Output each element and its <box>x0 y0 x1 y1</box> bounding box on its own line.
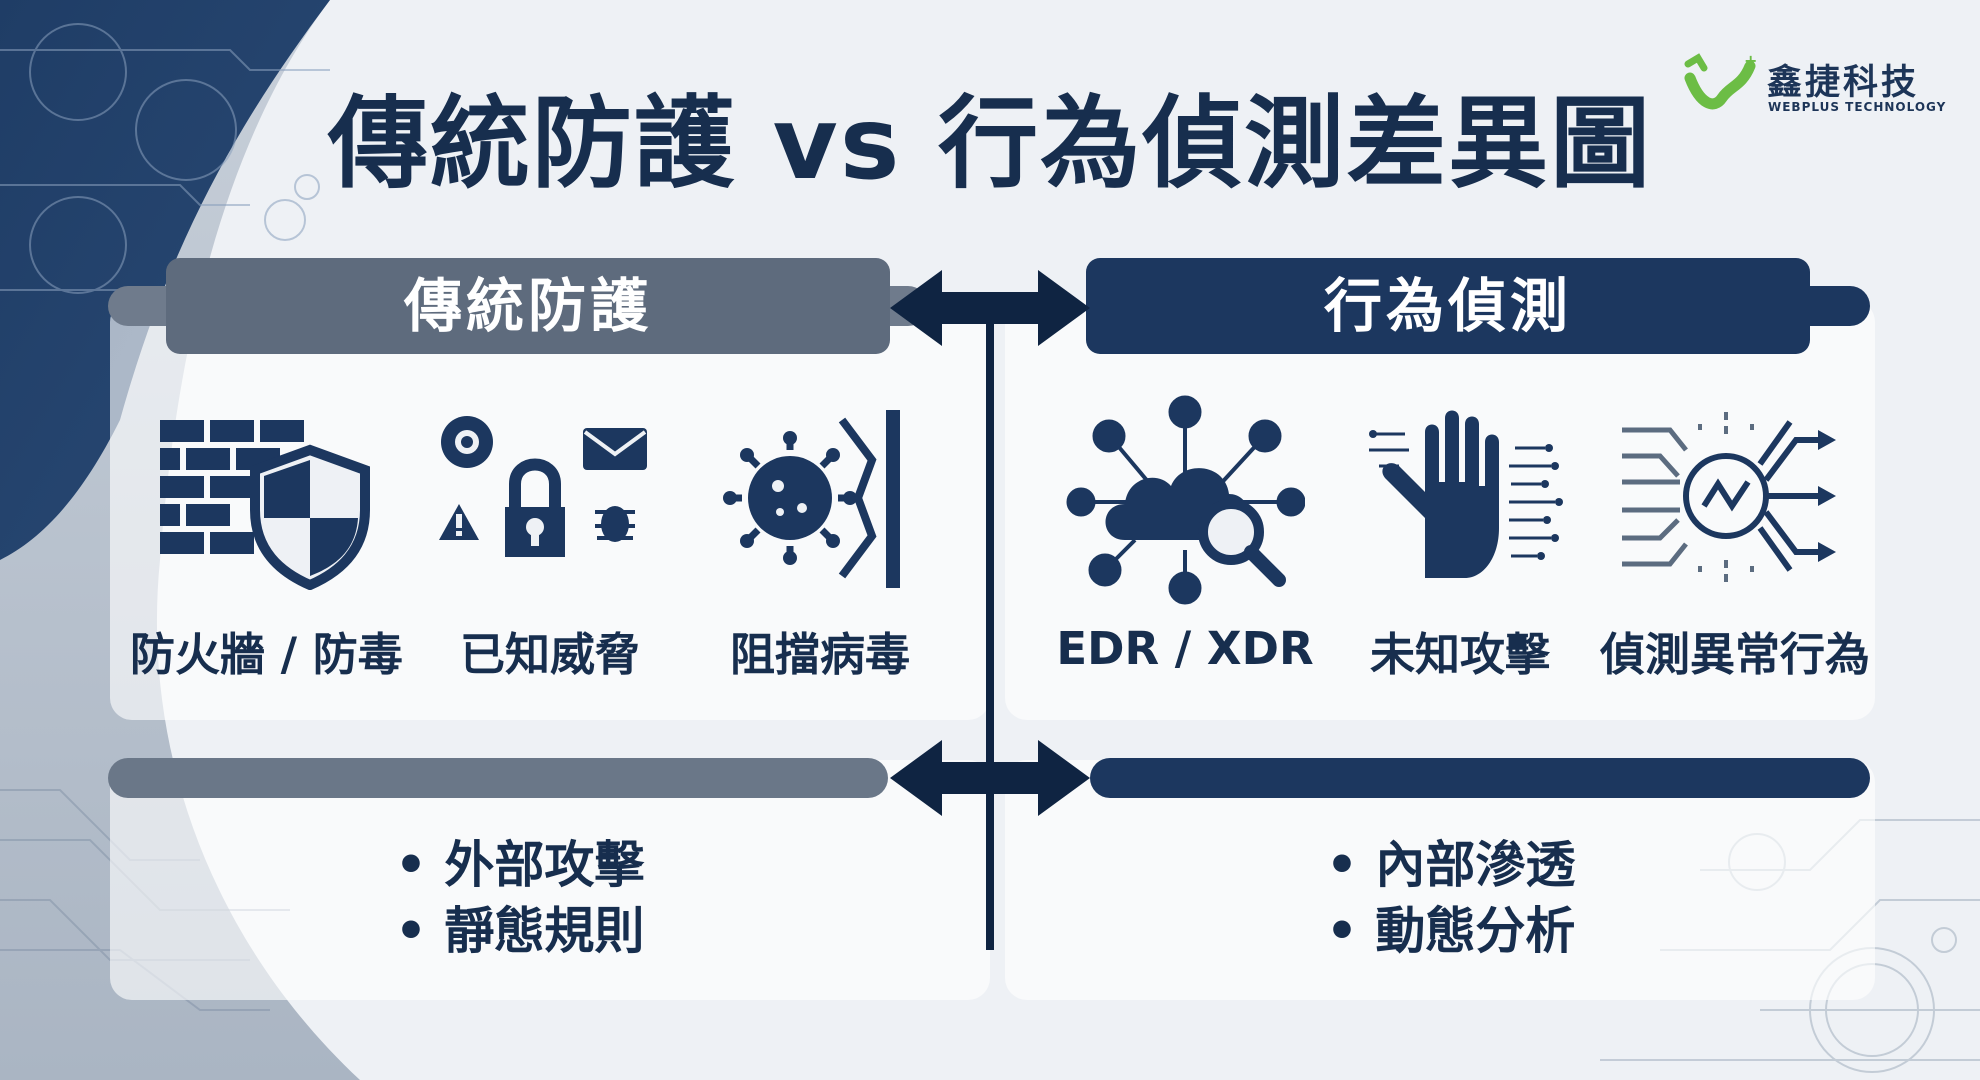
left-item-label-1: 防火牆 / 防毒 <box>130 628 403 681</box>
right-bottom-bar <box>1090 758 1870 798</box>
virus-block-icon <box>723 410 900 588</box>
logo-subtitle: WEBPLUS TECHNOLOGY <box>1768 100 1947 114</box>
right-item-label-2: 未知攻擊 <box>1369 628 1550 681</box>
cloud-network-icon <box>1066 395 1305 605</box>
page-title: 傳統防護 vs 行為偵測差異圖 <box>327 85 1653 202</box>
top-double-arrow-icon <box>890 270 1090 346</box>
lock-threat-icon <box>439 416 647 557</box>
anomaly-analysis-icon <box>1622 412 1836 582</box>
left-bullet-item: 外部攻擊 <box>395 832 644 898</box>
right-bullet-item: 動態分析 <box>1326 898 1575 964</box>
center-divider <box>890 270 1090 950</box>
right-header: 行為偵測 <box>1086 258 1810 354</box>
left-bullet-item: 靜態規則 <box>395 898 644 964</box>
right-bullet-list: 內部滲透 動態分析 <box>1326 832 1575 964</box>
left-item-label-3: 阻擋病毒 <box>729 628 910 681</box>
bottom-double-arrow-icon <box>890 740 1090 816</box>
logo-mark-icon: + <box>1684 52 1757 110</box>
company-logo: + 鑫捷科技 WEBPLUS TECHNOLOGY <box>1684 52 1947 122</box>
right-item-label-1: EDR / XDR <box>1056 622 1314 675</box>
left-header: 傳統防護 <box>166 258 890 354</box>
left-item-label-2: 已知威脅 <box>459 628 640 681</box>
logo-name: 鑫捷科技 <box>1767 63 1920 103</box>
firewall-shield-icon <box>160 420 370 590</box>
left-bullet-list: 外部攻擊 靜態規則 <box>395 832 644 964</box>
right-item-label-3: 偵測異常行為 <box>1599 628 1870 681</box>
digital-hand-icon <box>1369 410 1563 578</box>
svg-text:+: + <box>1744 52 1757 70</box>
right-bullet-item: 內部滲透 <box>1326 832 1575 898</box>
left-bottom-bar <box>108 758 888 798</box>
